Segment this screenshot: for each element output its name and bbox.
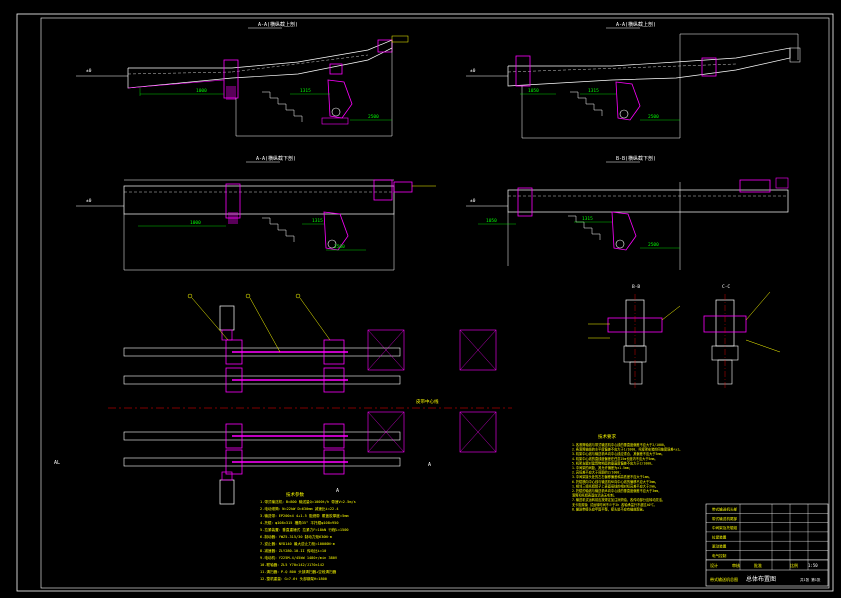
tb-row-text: 驱动装置 [712, 544, 727, 549]
view-tr-title: A-A(横纵截上剖) [616, 21, 656, 28]
conveyor-truss-mr [507, 189, 789, 213]
note-line: 6.托辊横向中心线与输送机纵向中心线的偏移不应大于3mm。 [572, 479, 658, 484]
tech-param-line: 12.整机重量：G=7.6t 头部钢架H=1800 [260, 576, 327, 581]
note-line: 2.各滚筒轴线的水平度偏差不应大于1/1000，托辊架安装的同轴度误差<±1。 [572, 447, 682, 452]
tb-row-text: 带式输送机尾部 [712, 516, 738, 521]
tech-param-line: 8.减速器：ZLY280-10-II 传动比i=10 [260, 548, 326, 553]
svg-text:1050: 1050 [486, 218, 497, 224]
view-mr-title: B-B(横纵截下剖) [616, 155, 656, 162]
svg-text:1315: 1315 [312, 218, 323, 224]
note-line: 5.机架支腿对建筑物地面的垂直度偏差不应大于2/1000。 [572, 460, 654, 465]
view-middle-left: A-A(横纵截下剖) ±0 1000 1315 2500 [76, 155, 436, 271]
note-line: 2.高低差不应大于间距的2/1000； [572, 470, 622, 475]
note-line: 3.机架中心线与输送机纵向中心线应重合，其偏差不应大于3mm。 [572, 451, 664, 456]
tb-sheet: 共1张 第1张 [800, 577, 821, 582]
view-top-right: A-A(横纵截上剖) ±0 1050 1315 2500 [466, 21, 801, 139]
note-line: 4.机架中心线的直线度偏差在任意25m长度内不应大于5mm。 [572, 456, 657, 461]
tech-param-line: 5.拉紧装置：垂直重锤式 拉紧力F=18kN 行程L=1500 [260, 527, 349, 532]
notes-title: 技术要求 [598, 433, 616, 440]
tech-params-lines: 1.带式输送机：B=800 输送量Q=1000t/h 带速V=2.5m/s 2.电… [260, 499, 356, 581]
note-line: 无卡阻现象 试运转时间不少于2h 各轴承温升不超过40℃。 [572, 502, 657, 507]
svg-text:1000: 1000 [190, 220, 201, 226]
tb-row-text: 中间架及托辊组 [712, 525, 738, 530]
tech-param-line: 4.托辊：φ108×315 槽角35° 平托辊φ108×950 [260, 520, 339, 525]
note-line: 1.相邻三组托辊辊子上表面母线的相对标高差不应大于2mm。 [572, 483, 658, 488]
view-ml-title: A-A(横纵截下剖) [256, 155, 296, 162]
tech-param-line: 6.制动器：YWZ5-315/30 制动力矩630N·m [260, 534, 332, 539]
tb-row-text: 带式输送机头部 [712, 507, 738, 512]
tech-param-line: 11.清扫器：P-Q 800 头部清扫器+空段清扫器 [260, 569, 337, 574]
tb-company: 带式输送机总图 [710, 576, 738, 582]
svg-text:1000: 1000 [196, 88, 207, 94]
tech-param-line: 1.带式输送机：B=800 输送量Q=1000t/h 带速V=2.5m/s [260, 499, 356, 504]
tech-param-line: 7.逆止器：NYD140 最大逆止力矩=10000N·m [260, 541, 335, 546]
view-middle-right: B-B(横纵截下剖) ±0 1050 1315 2500 [466, 155, 789, 270]
notes-block: 技术要求 1.各滚筒轴线与带式输送机中心线的垂直度偏差不应大于2/1000。2.… [572, 433, 682, 511]
note-line: 1.各滚筒轴线与带式输送机中心线的垂直度偏差不应大于2/1000。 [572, 442, 667, 447]
tech-param-line: 3.输送带：EP200×4 4+1.5 阻燃带 覆盖胶厚度=5mm [260, 513, 349, 518]
svg-text:1315: 1315 [588, 88, 599, 94]
section-b-title: B-B [632, 284, 640, 290]
notes-lines: 1.各滚筒轴线与带式输送机中心线的垂直度偏差不应大于2/1000。2.各滚筒轴线… [572, 442, 682, 511]
note-line: 滚筒和托辊表面应清洁无毛刺。 [572, 493, 617, 498]
note-line: 2.托辊的轴线与输送机纵向中心线的垂直度偏差不应大于3mm， [572, 488, 661, 493]
plan-conveyor-2 [123, 367, 401, 393]
note-line: 8.输送带接头应牢固平整，接头处不应有翘曲现象。 [572, 506, 646, 511]
tech-param-line: 10.联轴器：ZL5 Y70×142/J170×142 [260, 562, 324, 567]
tb-row-text: 拉紧装置 [712, 534, 727, 539]
plan-mark-left: AL [54, 460, 60, 466]
tech-params-block: 技术参数 1.带式输送机：B=800 输送量Q=1000t/h 带速V=2.5m… [260, 491, 356, 581]
level-mark-tl: ±0 [86, 68, 92, 74]
section-views: B-B C-C [588, 284, 781, 388]
note-line: 3.中间架接头处的左右偏移偏差和高低差不应大于1mm。 [572, 474, 652, 479]
svg-text:2500: 2500 [368, 114, 379, 120]
plan-view: 皮带中心线 [54, 293, 512, 505]
svg-text:±0: ±0 [470, 198, 476, 204]
plan-mark-right: A [428, 462, 431, 468]
plan-mark-bottom: A [336, 488, 339, 494]
tech-params-title: 技术参数 [286, 491, 304, 498]
svg-text:1050: 1050 [528, 88, 539, 94]
svg-text:±0: ±0 [470, 68, 476, 74]
outer-frame [16, 13, 834, 592]
conveyor-truss-ml [123, 185, 395, 215]
plan-conveyor-3 [123, 423, 401, 449]
conveyor-truss-tl [127, 39, 393, 89]
svg-text:2500: 2500 [648, 114, 659, 120]
section-c-title: C-C [722, 284, 730, 290]
svg-text:1315: 1315 [582, 216, 593, 222]
tb-design-label: 设计 [710, 562, 718, 568]
tech-param-line: 2.电动滚筒：N=22kW D=630mm 减速比i=22.4 [260, 506, 339, 511]
tb-approve-label: 批准 [754, 562, 762, 568]
note-line: 7.输送机试运转前应按规定加注润滑油，各传动部分应转动灵活， [572, 497, 665, 502]
tb-drawing-name: 总体布置图 [746, 575, 776, 583]
inner-frame [40, 17, 830, 589]
tb-scale-label: 比例 [790, 562, 798, 568]
view-tl-title: A-A(横纵截上剖) [258, 21, 298, 28]
svg-text:1315: 1315 [300, 88, 311, 94]
svg-text:2500: 2500 [334, 244, 345, 250]
note-line: 1.中间架的间距，其允许偏差为±1.5mm； [572, 465, 632, 470]
view-top-left: A-A(横纵截上剖) ±0 1000 1315 2500 [76, 21, 409, 137]
tb-row-text: 电气控制 [712, 553, 727, 558]
tech-param-line: 9.电动机：Y225M-4/45kW 1480r/min 380V [260, 555, 338, 560]
plan-conveyor-4 [123, 449, 401, 475]
tb-check-label: 审核 [732, 562, 740, 568]
svg-text:2500: 2500 [648, 242, 659, 248]
plan-conveyor-1 [123, 339, 401, 365]
tb-scale: 1:50 [808, 563, 818, 568]
centerline-label: 皮带中心线 [416, 398, 439, 405]
svg-text:±0: ±0 [86, 198, 92, 204]
